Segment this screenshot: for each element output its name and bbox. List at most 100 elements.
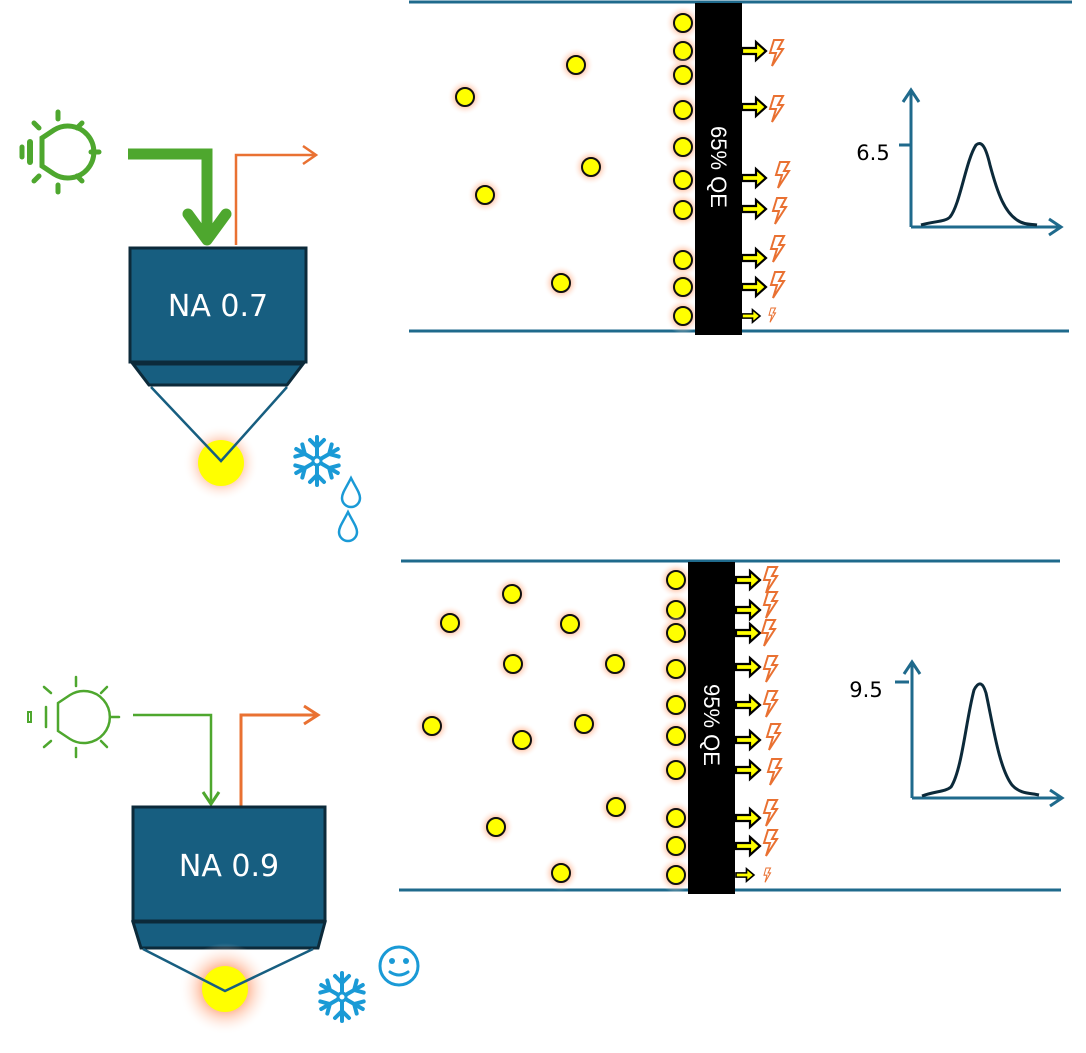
qe-label: 65% QE [706, 126, 731, 208]
photon [673, 170, 693, 190]
light-bulb-icon [19, 109, 102, 195]
snowflake-icon [315, 971, 369, 1023]
photon [673, 250, 693, 270]
electron-bolt-icon [763, 655, 778, 683]
electron-bolt-icon [768, 307, 777, 323]
conversion-arrow [734, 622, 762, 644]
photon [574, 714, 594, 734]
signal-peak-curve [921, 682, 1040, 798]
photon [666, 659, 686, 679]
conversion-arrow [734, 569, 762, 591]
conversion-arrow [740, 40, 768, 62]
photons-at-detector [658, 562, 694, 893]
electron-outputs [734, 566, 782, 883]
photon [475, 185, 495, 205]
electron-outputs [740, 39, 790, 324]
panel-bottom: NA 0.9 95% QE 9.5 [27, 559, 1065, 1035]
electron-bolt-icon [775, 161, 790, 189]
photon [673, 13, 693, 33]
objective-na-0-7: NA 0.7 [128, 246, 308, 387]
electron-bolt-icon [763, 690, 778, 718]
photon [566, 55, 586, 75]
conversion-arrow [734, 599, 762, 621]
objective-label: NA 0.7 [168, 289, 268, 324]
emission-arrow [239, 704, 321, 806]
conversion-arrow [740, 198, 768, 220]
electron-bolt-icon [767, 758, 782, 786]
fluorescent-sample [198, 440, 244, 486]
smiley-icon [378, 945, 420, 987]
electron-bolt-icon [766, 723, 781, 751]
free-photons [414, 576, 634, 891]
photon [551, 273, 571, 293]
detector-bar [695, 3, 742, 335]
photon [673, 65, 693, 85]
conversion-arrow [734, 807, 762, 829]
photons-at-detector [665, 5, 701, 334]
conversion-arrow [734, 759, 762, 781]
photon [486, 817, 506, 837]
electron-bolt-icon [763, 591, 778, 619]
panel-top: NA 0.7 65% QE [19, 0, 1072, 543]
photon [512, 730, 532, 750]
signal-peak-chart [899, 87, 1064, 237]
conversion-arrow [740, 167, 768, 189]
photon [422, 716, 442, 736]
objective-na-0-9: NA 0.9 [130, 805, 327, 950]
electron-bolt-icon [770, 235, 785, 263]
conversion-arrow [740, 276, 768, 298]
signal-peak-curve [920, 142, 1038, 227]
peak-value-label: 6.5 [856, 141, 889, 165]
photon [581, 157, 601, 177]
water-drop-icon [340, 475, 362, 509]
photon [673, 277, 693, 297]
light-bulb-icon [27, 675, 121, 759]
photon [605, 654, 625, 674]
water-drop-icon [337, 509, 359, 543]
photon [673, 200, 693, 220]
fluorescent-sample [202, 966, 248, 1012]
electron-bolt-icon [763, 799, 778, 827]
conversion-arrow [741, 308, 761, 324]
conversion-arrow [734, 835, 762, 857]
conversion-arrow [734, 729, 762, 751]
photon [666, 570, 686, 590]
photon [455, 87, 475, 107]
emission-arrow [234, 144, 319, 245]
photon [666, 865, 686, 885]
peak-value-label: 9.5 [849, 678, 882, 702]
electron-bolt-icon [770, 271, 785, 299]
photon [666, 623, 686, 643]
photon [560, 614, 580, 634]
conversion-arrow [735, 867, 755, 883]
qe-label: 95% QE [699, 684, 724, 766]
light-cone [142, 947, 314, 993]
excitation-arrow [133, 713, 221, 807]
signal-peak-chart [895, 659, 1065, 808]
electron-bolt-icon [763, 566, 778, 594]
photon [666, 695, 686, 715]
photon [666, 760, 686, 780]
photon [503, 654, 523, 674]
photon [673, 100, 693, 120]
electron-bolt-icon [761, 619, 776, 647]
objective-label: NA 0.9 [179, 849, 279, 884]
photon [502, 584, 522, 604]
free-photons [447, 47, 609, 301]
electron-bolt-icon [769, 39, 784, 67]
photon [673, 137, 693, 157]
photon [606, 797, 626, 817]
photon [440, 613, 460, 633]
photon [551, 863, 571, 883]
detector-bar [688, 562, 735, 894]
electron-bolt-icon [763, 829, 778, 857]
photon [673, 306, 693, 326]
photon [666, 726, 686, 746]
conversion-arrow [740, 247, 768, 269]
photon [666, 836, 686, 856]
excitation-arrow [128, 148, 232, 246]
snowflake-icon [290, 435, 344, 487]
electron-bolt-icon [769, 95, 784, 123]
conversion-arrow [734, 656, 762, 678]
